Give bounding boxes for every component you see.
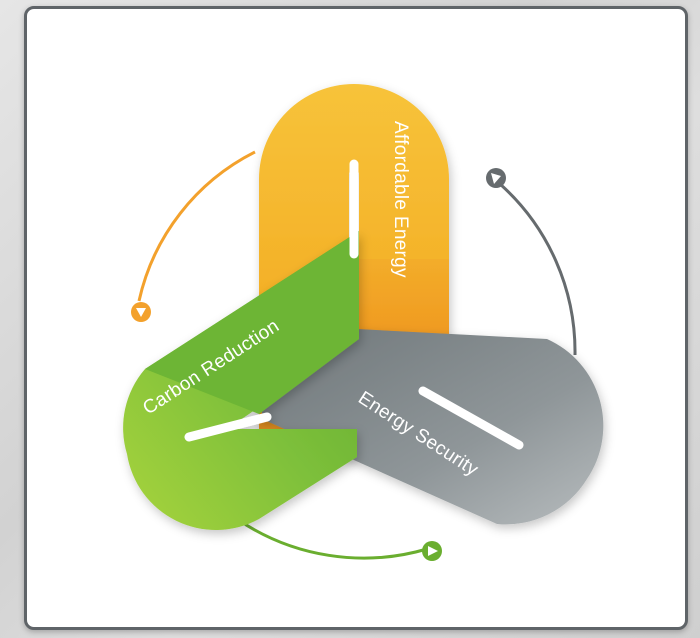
- green-arc: [236, 517, 428, 560]
- arrow-circle-gray-icon: [486, 168, 506, 188]
- arrow-circle-green-icon: [422, 541, 442, 561]
- diagram-card: Affordable Energy Carbon Reduction Energ…: [24, 6, 688, 630]
- energy-security-loop: [262, 329, 604, 525]
- cycle-arcs: [137, 150, 577, 560]
- label-affordable-energy: Affordable Energy: [390, 121, 411, 278]
- energy-trilemma-diagram: Affordable Energy Carbon Reduction Energ…: [123, 84, 604, 561]
- orange-arc: [137, 150, 256, 302]
- arrow-circle-orange-icon: [131, 302, 151, 322]
- gray-arc: [498, 182, 577, 356]
- carbon-reduction-loop: [123, 231, 359, 530]
